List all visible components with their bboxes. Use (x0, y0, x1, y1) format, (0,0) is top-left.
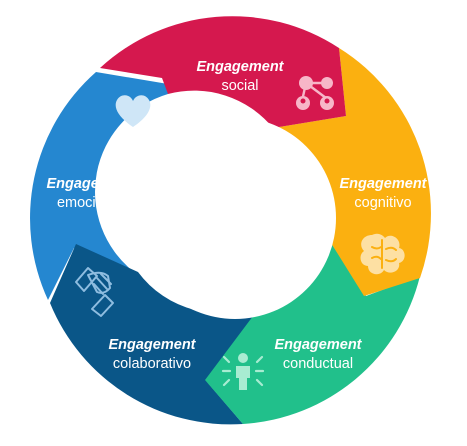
person-arrows-icon (221, 353, 265, 390)
heart-icon (115, 95, 151, 127)
segment-conductual (205, 243, 420, 424)
segment-social (100, 16, 346, 129)
label-cognitivo-name: cognitivo (354, 195, 412, 211)
segment-cognitivo (273, 48, 431, 296)
label-colaborativo-keyword: Engagement (108, 337, 196, 353)
label-cognitivo: Engagement cognitivo (303, 175, 463, 213)
label-conductual-name: conductual (282, 356, 354, 372)
segment-colaborativo (50, 244, 262, 425)
label-emocional-name: emocional (56, 195, 124, 211)
segment-emocional (30, 72, 168, 300)
label-social-keyword: Engagement (196, 59, 284, 75)
label-cognitivo-keyword: Engagement (339, 176, 427, 192)
center-hole (134, 117, 336, 319)
label-emocional: Engagement emocional (10, 175, 170, 213)
hands-together-icon (75, 267, 114, 317)
label-conductual-keyword: Engagement (274, 337, 362, 353)
brain-icon (360, 233, 405, 275)
label-social-name: social (221, 78, 259, 94)
label-social: Engagement social (160, 58, 320, 96)
label-emocional-keyword: Engagement (46, 176, 134, 192)
network-people-icon (296, 76, 334, 110)
label-colaborativo: Engagement colaborativo (72, 336, 232, 374)
label-conductual: Engagement conductual (238, 336, 398, 374)
label-colaborativo-name: colaborativo (112, 356, 192, 372)
